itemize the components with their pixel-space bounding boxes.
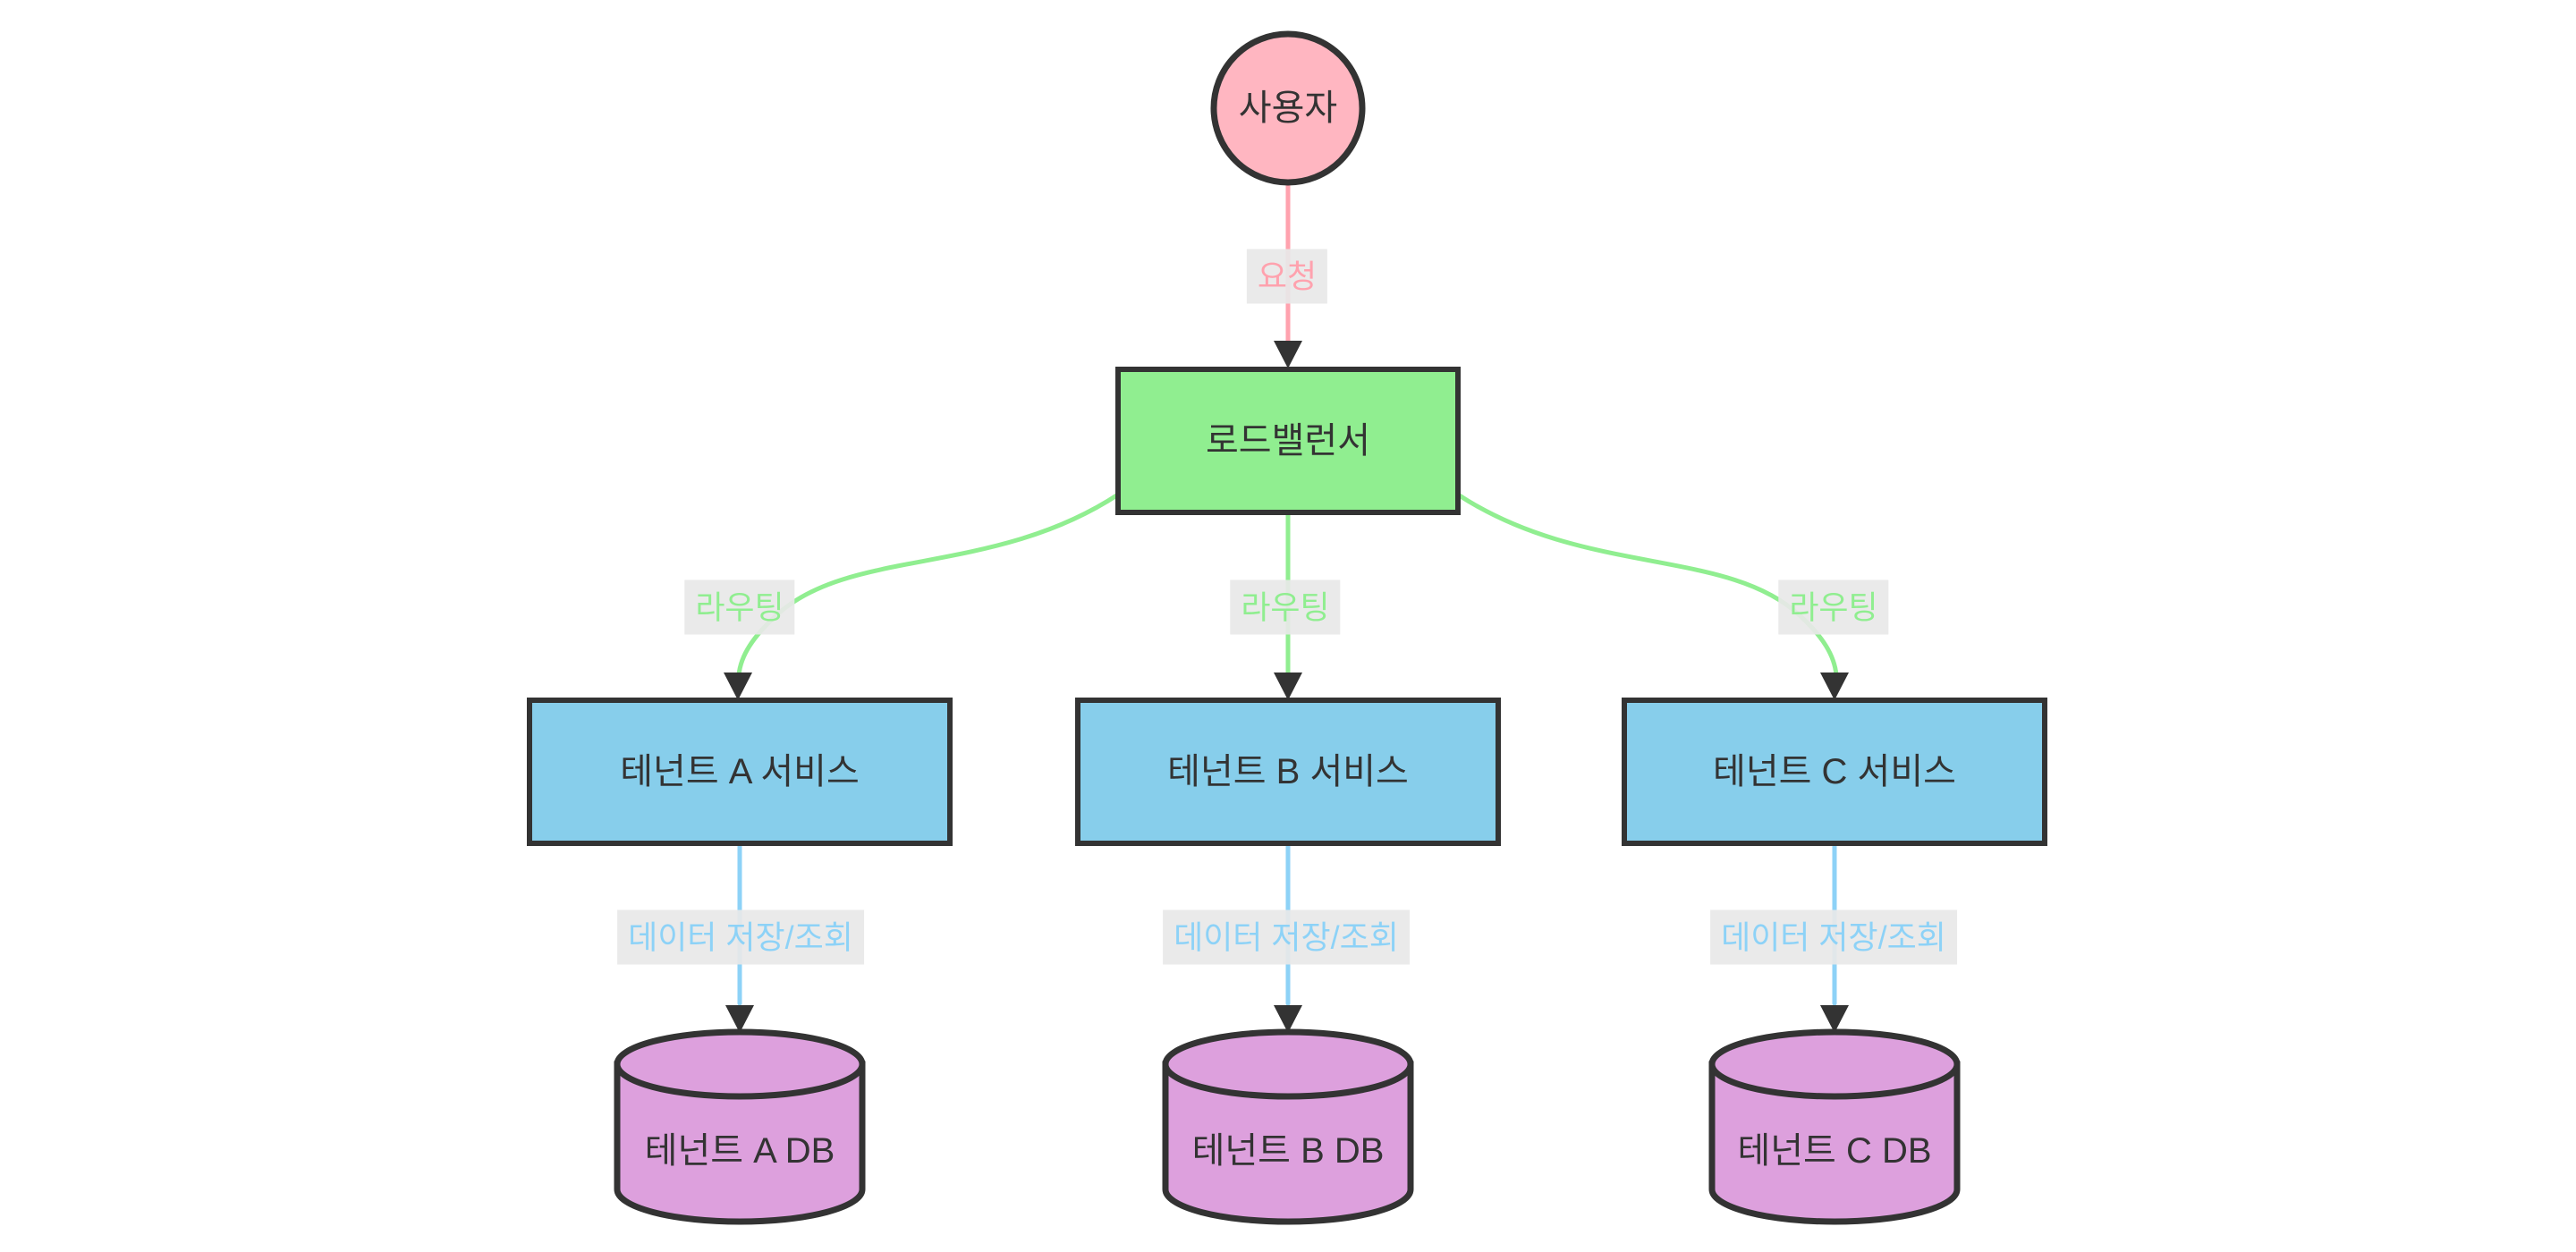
edge-label-routing-a: 라우팅 (684, 579, 795, 635)
edge-lb-to-service-c (1455, 492, 1839, 678)
tenant-c-db-node-label: 테넌트 C DB (1737, 1131, 1932, 1171)
tenant-b-db-top-shape (1162, 1028, 1414, 1100)
arrowhead-service-c-to-db-c (1820, 1005, 1849, 1033)
tenant-a-db-body-shape (614, 1061, 866, 1225)
tenant-c-db-body-shape (1708, 1061, 1961, 1225)
user-node-label: 사용자 (1238, 89, 1338, 128)
load-balancer-node-shape (1115, 367, 1461, 515)
tenant-c-service-node-shape (1622, 698, 2047, 846)
arrowhead-user-to-lb (1274, 341, 1302, 368)
tenant-a-db-top-shape (614, 1028, 866, 1100)
user-node-shape (1210, 30, 1366, 186)
load-balancer-node-label: 로드밸런서 (1206, 421, 1370, 461)
edge-lb-to-service-a (736, 492, 1121, 678)
edge-label-request: 요청 (1246, 249, 1328, 304)
arrowhead-lb-to-service-c (1820, 673, 1849, 700)
tenant-a-service-node-label: 테넌트 A 서비스 (620, 752, 860, 791)
tenant-c-service-node-label: 테넌트 C 서비스 (1713, 752, 1956, 791)
edge-label-routing-c: 라우팅 (1778, 579, 1889, 635)
tenant-a-db-node-label: 테넌트 A DB (644, 1131, 835, 1171)
tenant-b-db-node-label: 테넌트 B DB (1191, 1131, 1385, 1171)
tenant-b-service-node-label: 테넌트 B 서비스 (1167, 752, 1409, 791)
edge-label-data-store-query-b: 데이터 저장/조회 (1163, 909, 1410, 965)
arrowhead-lb-to-service-b (1274, 673, 1302, 700)
edge-label-routing-b: 라우팅 (1230, 579, 1341, 635)
tenant-b-service-node-shape (1075, 698, 1501, 846)
arrowhead-service-b-to-db-b (1274, 1005, 1302, 1033)
tenant-a-service-node-shape (527, 698, 953, 846)
tenant-b-db-body-shape (1162, 1061, 1414, 1225)
arrowhead-service-a-to-db-a (725, 1005, 754, 1033)
tenant-c-db-top-shape (1708, 1028, 1961, 1100)
edge-label-data-store-query-c: 데이터 저장/조회 (1710, 909, 1957, 965)
arrowhead-lb-to-service-a (724, 673, 752, 700)
edge-label-data-store-query-a: 데이터 저장/조회 (617, 909, 864, 965)
